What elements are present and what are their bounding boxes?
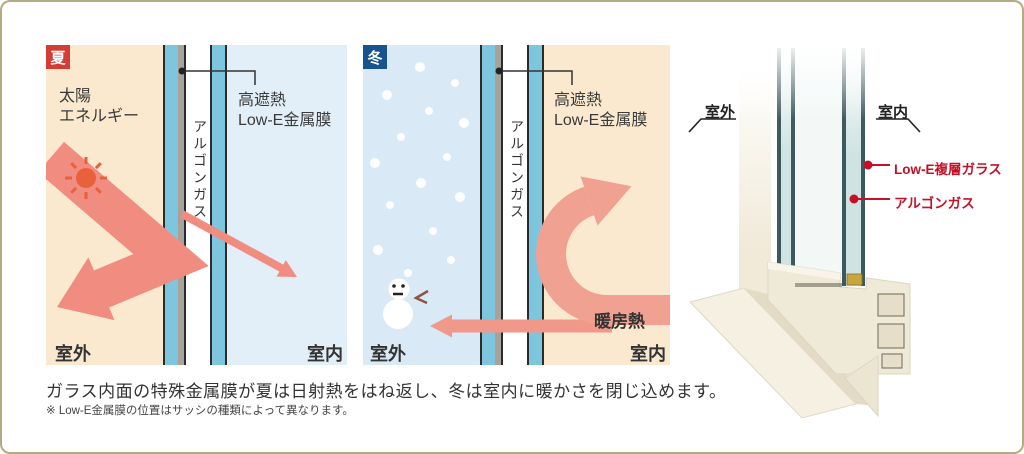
argon-gas-label: アルゴンガス — [509, 118, 525, 221]
winter-panel: 冬 — [363, 45, 670, 365]
direction-leaders — [688, 118, 921, 133]
film-pointer — [495, 67, 573, 85]
transmitted-heat-arrow — [180, 210, 297, 277]
callout-leaders — [849, 160, 890, 204]
snow-dots — [370, 62, 469, 277]
indoor-label: 室内 — [307, 344, 343, 364]
glass-edge — [501, 45, 503, 365]
cross-section-illustration — [680, 40, 1022, 419]
snowman-icon — [383, 278, 429, 329]
glass-edge — [210, 45, 212, 365]
sun-icon — [65, 157, 107, 199]
film-label: 高遮熱 Low-E金属膜 — [238, 92, 332, 129]
glass-edge — [225, 45, 227, 365]
film-label: 高遮熱 Low-E金属膜 — [554, 92, 648, 129]
setting-block — [846, 273, 863, 286]
film-pointer — [178, 67, 256, 85]
argon-gap — [503, 45, 527, 365]
top-fade — [680, 40, 1022, 120]
glass-edge — [480, 45, 482, 365]
glass-callout-label: Low-E複層ガラス — [894, 162, 1002, 177]
argon-gas-label: アルゴンガス — [192, 118, 208, 221]
glass-edge — [163, 45, 165, 365]
winter-badge: 冬 — [363, 45, 387, 69]
indoor-region — [227, 45, 347, 365]
heating-heat-arrow — [536, 176, 670, 326]
window-frame — [689, 261, 911, 419]
glass-pane-inner — [529, 45, 542, 365]
footnote: ※ Low-E金属膜の位置はサッシの種類によって異なります。 — [46, 405, 354, 417]
glass-unit — [163, 45, 227, 365]
glass-pane-inner — [212, 45, 225, 365]
winter-arrows — [370, 62, 670, 338]
solar-heat-arrow — [46, 141, 209, 321]
glass-edge — [542, 45, 544, 365]
solar-energy-label: 太陽 エネルギー — [59, 88, 140, 125]
low-e-film — [178, 45, 184, 365]
outdoor-label: 室外 — [370, 344, 406, 364]
summer-arrows — [46, 67, 297, 321]
low-e-film — [495, 45, 501, 365]
summer-badge: 夏 — [46, 45, 70, 69]
glass-pane-outer — [165, 45, 178, 365]
outdoor-direction-label: 室外 — [705, 104, 736, 121]
glass-unit — [480, 45, 544, 365]
heat-loss-arrow — [430, 314, 612, 338]
outdoor-region — [363, 45, 480, 365]
argon-gap — [186, 45, 210, 365]
heating-heat-label: 暖房熱 — [594, 312, 645, 331]
glass-edge — [527, 45, 529, 365]
glass-pane-outer — [482, 45, 495, 365]
indoor-label: 室内 — [630, 344, 666, 364]
indoor-direction-label: 室内 — [878, 104, 909, 121]
summer-panel: 夏 — [46, 45, 347, 365]
glass-edge — [184, 45, 186, 365]
caption: ガラス内面の特殊金属膜が夏は日射熱をはね返し、冬は室内に暖かさを閉じ込めます。 — [46, 382, 727, 401]
argon-callout-label: アルゴンガス — [894, 196, 975, 211]
outdoor-label: 室外 — [55, 344, 91, 364]
